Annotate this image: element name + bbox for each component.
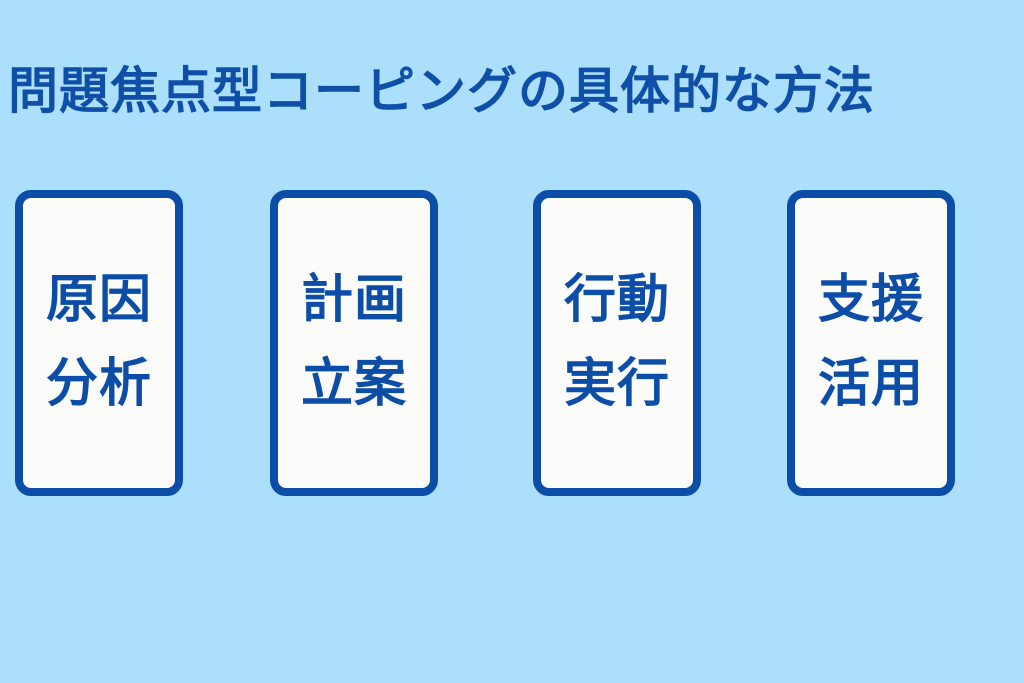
card-label-line-1: 行動 (563, 270, 670, 330)
card-label-line-1: 支援 (817, 270, 924, 330)
card-label: 行動 実行 (541, 258, 693, 426)
page-title: 問題焦点型コーピングの具体的な方法 (8, 62, 875, 120)
card-cause-analysis: 原因 分析 (15, 190, 183, 496)
card-plan-creation: 計画 立案 (270, 190, 438, 496)
card-support-utilization: 支援 活用 (787, 190, 955, 496)
card-label-line-1: 原因 (45, 270, 152, 330)
card-action-execution: 行動 実行 (533, 190, 701, 496)
card-label-line-1: 計画 (300, 270, 407, 330)
card-label-line-2: 分析 (45, 354, 152, 415)
card-label: 原因 分析 (23, 258, 175, 426)
card-label: 計画 立案 (278, 258, 430, 426)
card-label: 支援 活用 (795, 258, 947, 426)
card-label-line-2: 立案 (300, 354, 407, 415)
card-label-line-2: 活用 (817, 354, 924, 415)
card-label-line-2: 実行 (563, 354, 670, 415)
